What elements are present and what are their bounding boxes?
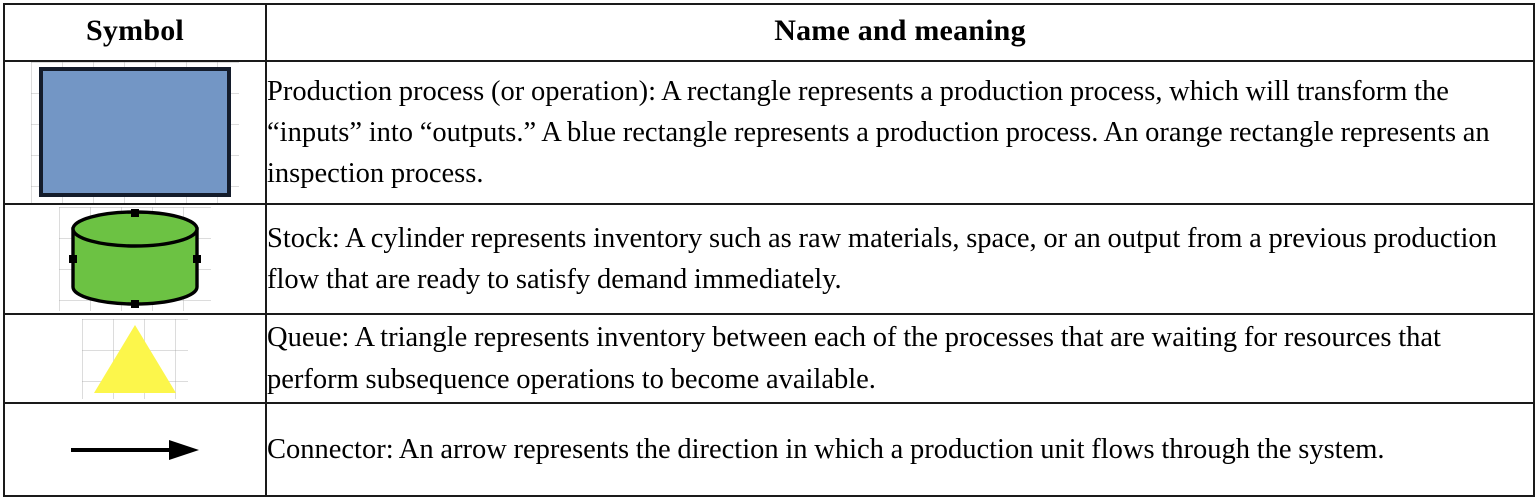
description-cell-stock: Stock: A cylinder represents inventory s…	[265, 203, 1535, 315]
symbol-legend-table: Symbol Name and meaning Production proce…	[3, 3, 1535, 497]
symbol-wrapper	[5, 319, 265, 399]
description-text: Stock: A cylinder represents inventory s…	[267, 222, 1497, 295]
symbol-wrapper	[5, 207, 265, 311]
symbol-wrapper	[5, 62, 265, 203]
table-row: Production process (or operation): A rec…	[3, 60, 1535, 205]
table-row: Connector: An arrow represents the direc…	[3, 402, 1535, 497]
canvas-grid-background	[82, 319, 188, 399]
column-header-symbol: Symbol	[3, 3, 267, 62]
canvas-grid-background	[31, 62, 239, 203]
symbol-cell-connector	[3, 402, 267, 497]
yellow-triangle-icon	[94, 324, 176, 393]
black-arrow-icon	[71, 439, 199, 460]
description-cell-production-process: Production process (or operation): A rec…	[265, 60, 1535, 205]
symbol-cell-queue	[3, 313, 267, 404]
blue-rectangle-icon	[39, 67, 231, 197]
table-header-row: Symbol Name and meaning	[3, 3, 1535, 62]
description-text: Queue: A triangle represents inventory b…	[267, 322, 1441, 395]
table-row: Queue: A triangle represents inventory b…	[3, 313, 1535, 404]
column-header-name-and-meaning: Name and meaning	[265, 3, 1535, 62]
canvas-grid-background	[59, 207, 211, 311]
green-cylinder-icon	[69, 209, 201, 308]
description-cell-queue: Queue: A triangle represents inventory b…	[265, 313, 1535, 404]
description-text: Production process (or operation): A rec…	[267, 75, 1490, 190]
description-cell-connector: Connector: An arrow represents the direc…	[265, 402, 1535, 497]
symbol-cell-production-process	[3, 60, 267, 205]
symbol-wrapper	[5, 433, 265, 467]
symbol-cell-stock	[3, 203, 267, 315]
description-text: Connector: An arrow represents the direc…	[267, 433, 1385, 465]
table-row: Stock: A cylinder represents inventory s…	[3, 203, 1535, 315]
